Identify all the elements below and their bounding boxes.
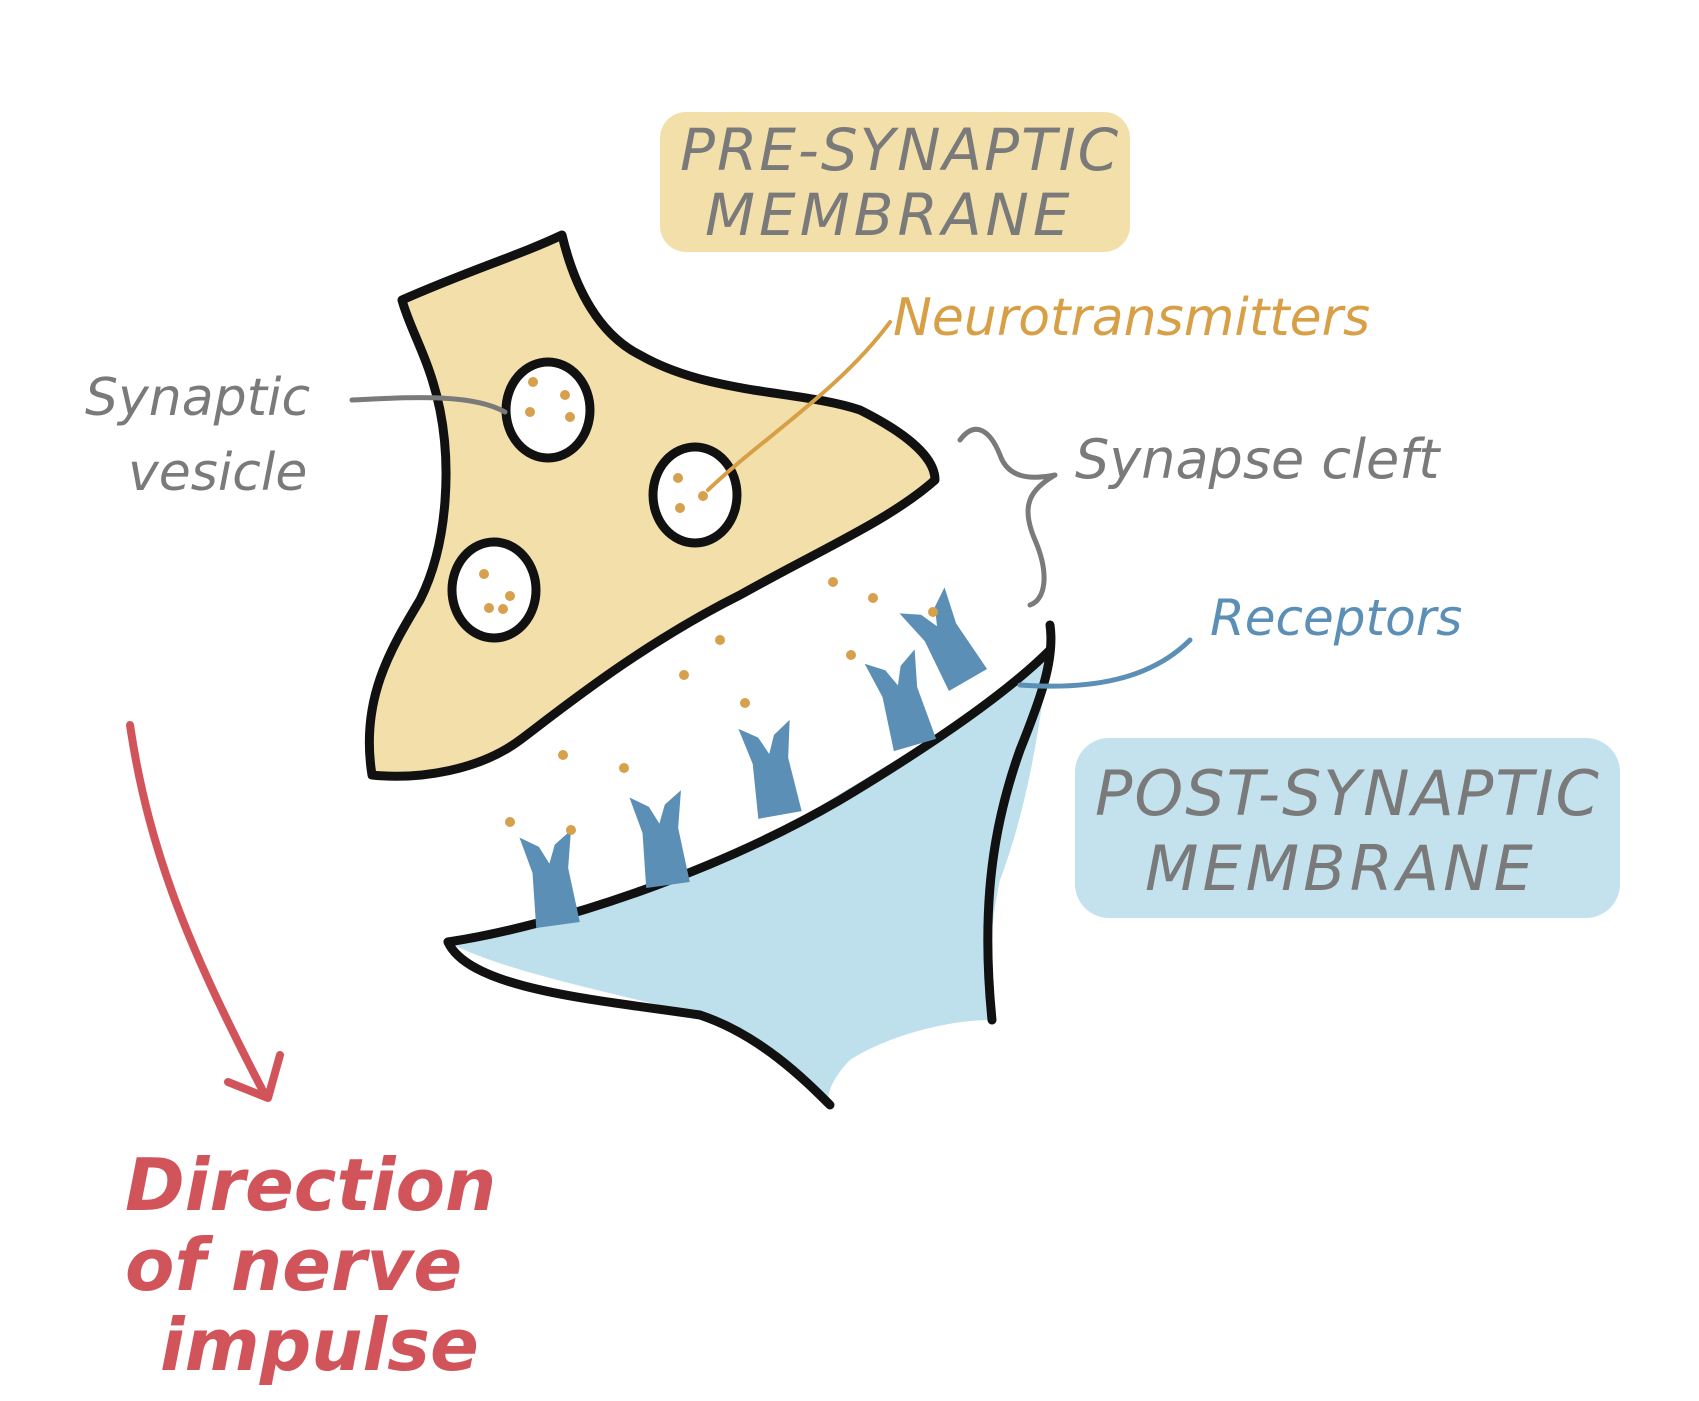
neurotransmitter-dot-5 [679, 670, 689, 680]
synapse-cleft-label: Synapse cleft [1075, 428, 1441, 491]
neurotransmitter-dot-4 [846, 650, 856, 660]
synaptic-vesicle-label-line1: Synaptic [85, 368, 310, 428]
pre-membrane-title-line2: MEMBRANE [705, 181, 1074, 249]
receptor-4 [864, 649, 937, 752]
receptor-5 [899, 587, 988, 691]
neurotransmitter-dot-3 [928, 607, 938, 617]
post-membrane-title-line2: MEMBRANE [1145, 832, 1537, 905]
direction-label-line1: Direction [125, 1143, 496, 1227]
receptor-2 [629, 790, 690, 889]
synaptic-vesicle-2 [648, 442, 742, 548]
postsynaptic-outline [443, 620, 1056, 1110]
direction-label-line3: impulse [160, 1303, 479, 1387]
synaptic-vesicle-leader [349, 395, 508, 415]
receptors-leader [1017, 637, 1193, 689]
neurotransmitter-dot-6 [740, 698, 750, 708]
direction-label-line2: of nerve [125, 1223, 462, 1307]
neurotransmitters-leader [706, 320, 892, 492]
neurotransmitter-dot-10 [505, 817, 515, 827]
receptors-label: Receptors [1210, 589, 1462, 647]
post-membrane-title-line1: POST-SYNAPTIC [1095, 757, 1601, 830]
neurotransmitter-dot-9 [566, 825, 576, 835]
pre-membrane-title-line1: PRE-SYNAPTIC [680, 116, 1120, 184]
neurotransmitter-dot-11 [715, 635, 725, 645]
receptor-1 [519, 830, 580, 929]
synaptic-vesicle-1 [501, 357, 595, 463]
synaptic-vesicle-3 [447, 537, 541, 643]
receptor-3 [738, 719, 802, 819]
post-membrane-highlight [1075, 738, 1620, 918]
neurotransmitters-label: Neurotransmitters [893, 288, 1370, 348]
synapse-cleft-bracket [957, 426, 1058, 608]
neurotransmitter-dot-7 [558, 750, 568, 760]
synaptic-vesicle-label-line2: vesicle [128, 443, 307, 503]
neurotransmitter-dot-1 [828, 577, 838, 587]
neurotransmitter-dots [505, 577, 938, 835]
receptor-group [519, 587, 988, 929]
neurotransmitter-dot-8 [619, 763, 629, 773]
pre-membrane-highlight [660, 112, 1130, 252]
direction-arrow [126, 721, 284, 1102]
neurotransmitter-dot-2 [868, 593, 878, 603]
